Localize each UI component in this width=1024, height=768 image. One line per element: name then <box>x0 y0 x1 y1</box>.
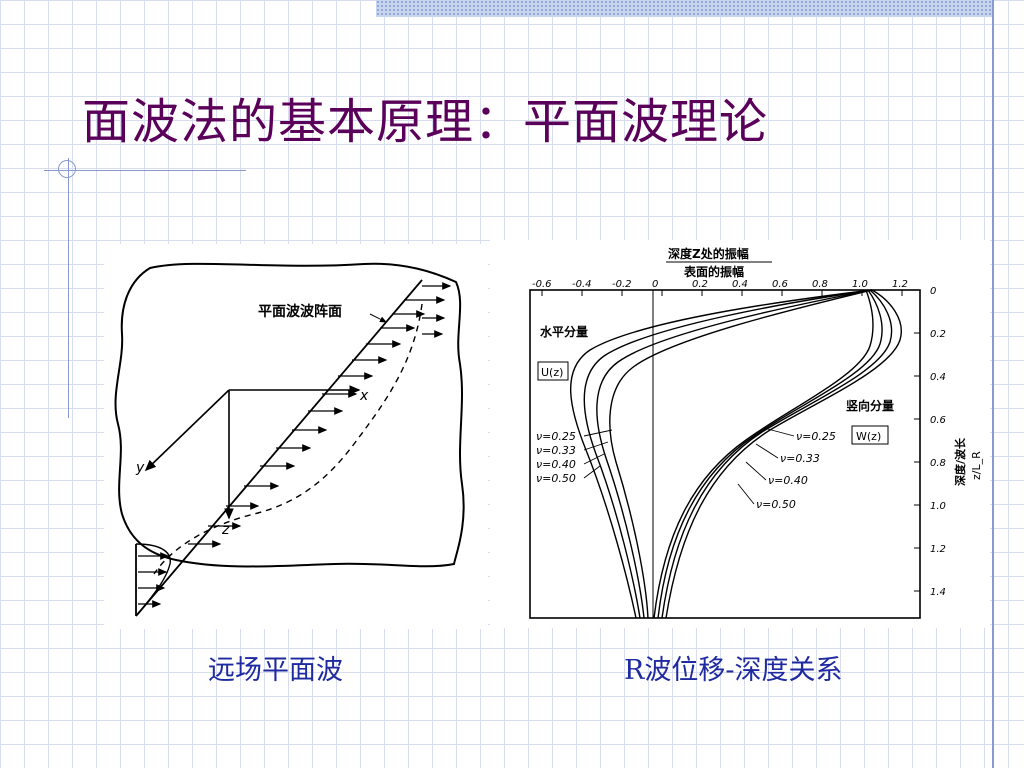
y-tick-label: 0.6 <box>930 415 946 426</box>
x-tick-label: -0.2 <box>612 279 632 290</box>
amplitude-profile <box>135 543 171 615</box>
y-tick-label: 0 <box>930 286 936 297</box>
vertical-func-label: W(z) <box>856 430 881 443</box>
x-axis-label: x <box>359 388 369 404</box>
horizontal-curve-nu-025 <box>569 289 873 619</box>
z-axis-label: z <box>221 522 230 538</box>
plot-frame <box>529 289 921 619</box>
horizontal-func-label: U(z) <box>541 366 563 379</box>
plane-wave-figure: x y z <box>104 244 488 629</box>
horizontal-curve-nu-033 <box>583 289 873 619</box>
horizontal-component-label: 水平分量 <box>540 324 588 339</box>
vertical-curve-nu-033 <box>661 289 893 619</box>
wavefront-dashed-edge <box>153 303 423 575</box>
y-tick-label: 1.4 <box>930 587 946 598</box>
right-poisson-labels: ν=0.25 ν=0.33 ν=0.40 ν=0.50 <box>756 430 836 511</box>
y-tick-label: 1.0 <box>930 501 946 512</box>
wavefront-label-pointer <box>369 313 387 323</box>
x-tick-labels: -0.6 -0.4 -0.2 0 0.2 0.4 0.6 0.8 1.0 1.2 <box>532 279 908 296</box>
y-tick-labels: 0 0.2 0.4 0.6 0.8 1.0 1.2 1.4 <box>914 286 946 598</box>
nu-left-3: ν=0.50 <box>536 472 576 485</box>
wavefront-label: 平面波波阵面 <box>258 303 342 320</box>
title-underline-rule <box>44 170 246 171</box>
medium-boundary <box>114 262 465 568</box>
y-axis <box>144 389 230 472</box>
right-poisson-pointers <box>737 427 795 505</box>
left-figure-caption: 远场平面波 <box>208 655 343 686</box>
y-tick-label: 0.4 <box>930 372 946 383</box>
nu-left-2: ν=0.40 <box>536 458 576 471</box>
y-tick-label: 0.2 <box>930 329 946 340</box>
decorative-ring <box>58 160 76 178</box>
x-tick-label: 0.8 <box>812 279 828 290</box>
x-tick-label: 0.4 <box>732 279 748 290</box>
y-tick-label: 1.2 <box>930 544 946 555</box>
top-decorative-band <box>376 0 992 17</box>
vertical-func-bracket <box>851 425 889 445</box>
top-label-denominator: 表面的振幅 <box>683 264 744 279</box>
x-tick-label: 0.6 <box>772 279 788 290</box>
vertical-component-curves <box>653 289 902 619</box>
right-figure-caption: R波位移-深度关系 <box>624 655 843 686</box>
top-label-numerator: 深度Z处的振幅 <box>668 246 749 261</box>
particle-motion-arrows <box>138 282 452 608</box>
y-axis-label: 深度/波长 <box>953 437 967 486</box>
x-tick-label: 1.2 <box>892 279 908 290</box>
vertical-component-label: 竖向分量 <box>846 398 894 413</box>
horizontal-curve-nu-050 <box>609 289 873 619</box>
nu-left-1: ν=0.33 <box>536 444 576 457</box>
left-decorative-rule <box>68 158 69 418</box>
left-poisson-labels: ν=0.25 ν=0.33 ν=0.40 ν=0.50 <box>536 430 576 485</box>
left-poisson-pointers <box>583 429 613 479</box>
nu-right-1: ν=0.33 <box>780 452 820 465</box>
x-tick-label: 1.0 <box>852 279 868 290</box>
rayleigh-displacement-chart: 深度Z处的振幅 表面的振幅 -0.6 -0.4 -0.2 0 0.2 0.4 0.6 0.8 1… <box>529 246 983 619</box>
x-tick-label: 0.2 <box>692 279 708 290</box>
y-tick-label: 0.8 <box>930 458 946 469</box>
right-decorative-rule <box>992 0 994 768</box>
vertical-curve-nu-050 <box>653 289 874 619</box>
nu-left-0: ν=0.25 <box>536 430 576 443</box>
y-axis-label-group: 深度/波长 z/L_R <box>953 437 983 486</box>
y-axis-ratio: z/L_R <box>970 451 983 480</box>
nu-right-3: ν=0.50 <box>756 498 796 511</box>
y-axis-label: y <box>135 460 145 476</box>
horizontal-func-bracket <box>537 361 569 381</box>
vertical-curve-nu-040 <box>657 289 883 619</box>
x-tick-label: 0 <box>652 279 658 290</box>
vertical-curve-nu-025 <box>665 289 902 619</box>
rayleigh-displacement-figure: 深度Z处的振幅 表面的振幅 -0.6 -0.4 -0.2 0 0.2 0.4 0.6 0.8 1… <box>490 240 990 628</box>
horizontal-curve-nu-040 <box>596 289 873 619</box>
nu-right-0: ν=0.25 <box>796 430 836 443</box>
x-tick-label: -0.6 <box>532 279 552 290</box>
plane-wave-diagram: x y z <box>114 262 465 617</box>
slide-title: 面波法的基本原理：平面波理论 <box>82 94 769 150</box>
x-tick-label: -0.4 <box>572 279 592 290</box>
nu-right-2: ν=0.40 <box>768 474 808 487</box>
horizontal-component-curves <box>569 289 873 619</box>
